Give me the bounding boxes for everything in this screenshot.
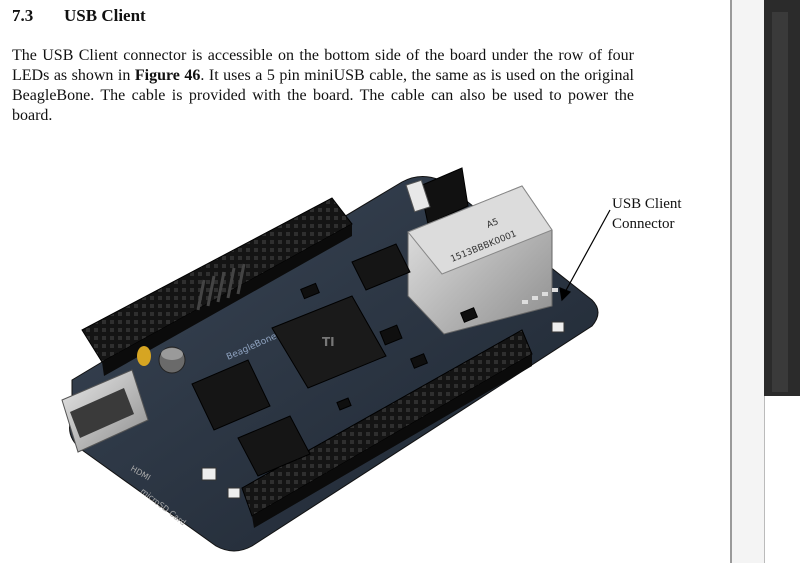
callout-arrow [559,209,611,302]
section-number: 7.3 [12,6,34,25]
figure-reference: Figure 46 [134,67,201,84]
processor-chip [271,295,387,389]
section-title: USB Client [64,6,146,25]
section-heading: 7.3 USB Client [12,6,146,26]
boot-button [227,487,241,499]
viewer-scrollbar[interactable] [772,12,788,392]
viewer-gutter [732,0,764,563]
page-edge [730,0,732,563]
board-photo: 1513BBBK0001 A5 TI HDMI microSD Card Bea… [61,167,611,552]
power-button [551,321,565,333]
power-jack [419,167,469,225]
led-row [522,288,558,304]
ethernet-code: A5 [485,217,500,231]
emmc-chip [237,415,311,477]
next-page-preview [764,396,800,563]
callout-label: USB Client Connector [612,194,682,234]
paragraph-text-1: The USB Client connector is accessible o… [12,47,634,84]
callout-line-1: USB Client [612,196,682,212]
reset-button [201,467,217,481]
memory-chip [191,359,271,431]
body-paragraph: The USB Client connector is accessible o… [12,46,634,126]
callout-line-2: Connector [612,216,675,232]
ti-logo: TI [322,335,335,349]
paragraph-text-2: . It uses a 5 pin miniUSB cable, the sam… [12,67,634,124]
serial-pins [196,263,246,311]
